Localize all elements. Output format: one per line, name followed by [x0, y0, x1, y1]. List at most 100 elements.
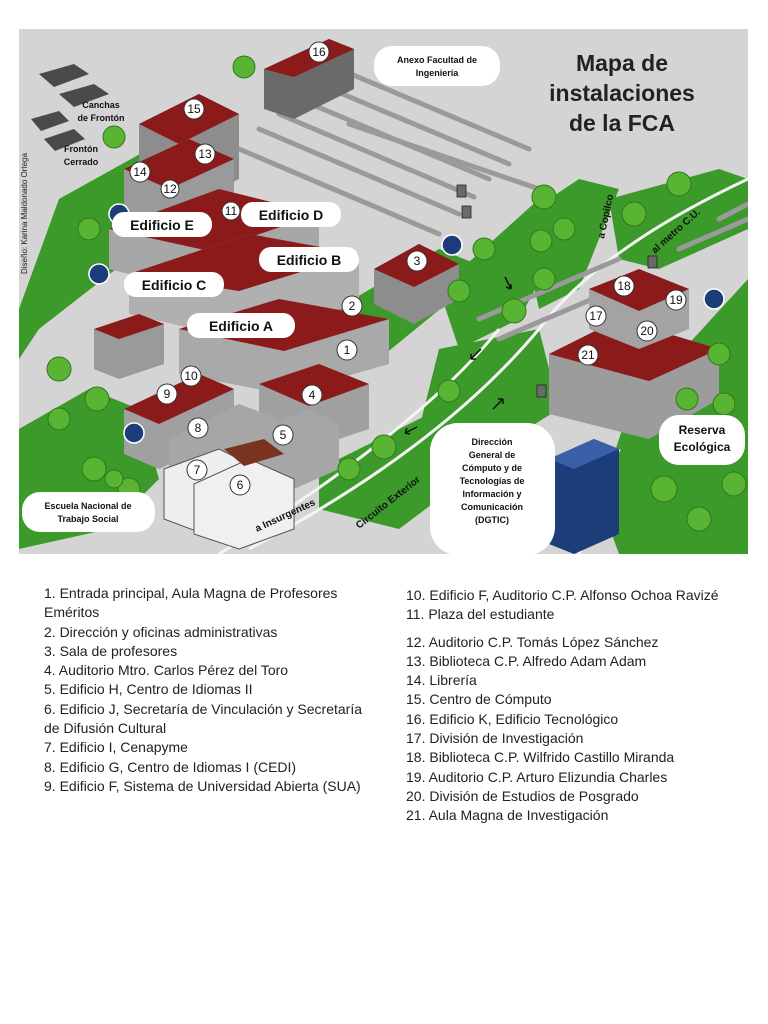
legend-item: 8. Edificio G, Centro de Idiomas I (CEDI… — [44, 758, 297, 775]
legend-group-b: 12. Auditorio C.P. Tomás López Sánchez 13… — [406, 633, 736, 826]
legend-item: 15. Centro de Cómputo — [406, 691, 552, 708]
legend-item: 6. Edificio J, Secretaría de Vinculación… — [44, 700, 363, 737]
svg-text:5: 5 — [280, 428, 287, 442]
label-reserva-1: Reserva — [679, 423, 726, 437]
svg-text:8: 8 — [195, 421, 202, 435]
label-edificio-a: Edificio A — [209, 318, 273, 334]
svg-text:6: 6 — [237, 478, 244, 492]
legend-item: 7. Edificio I, Cenapyme — [44, 739, 188, 756]
marker-19: 19 — [665, 289, 687, 311]
marker-15: 15 — [183, 98, 205, 120]
marker-1: 1 — [336, 339, 358, 361]
label-escuela-2: Trabajo Social — [57, 514, 118, 524]
marker-3: 3 — [406, 250, 428, 272]
direction-arrows — [404, 276, 512, 435]
place-labels: Canchas de Frontón Frontón Cerrado Anexo… — [22, 46, 745, 554]
trash-bin-icon — [456, 184, 467, 198]
svg-text:12: 12 — [163, 182, 177, 196]
building-labels: Edificio E Edificio D Edificio B Edifici… — [112, 202, 359, 338]
legend-item: 2. Dirección y oficinas administrativas — [44, 623, 278, 640]
label-dgtic-3: Cómputo y de — [462, 463, 522, 473]
map-title: Mapa de instalaciones de la FCA — [549, 50, 695, 136]
trash-bin-icon — [461, 205, 472, 219]
label-fronton-1: Frontón — [64, 144, 98, 154]
label-canchas-1: Canchas — [82, 100, 120, 110]
map-title-line-2: instalaciones — [549, 80, 695, 106]
label-edificio-e: Edificio E — [130, 217, 194, 233]
trash-bin-icon — [536, 384, 547, 398]
marker-20: 20 — [636, 320, 658, 342]
marker-5: 5 — [272, 424, 294, 446]
legend-item: 10. Edificio F, Auditorio C.P. Alfonso O… — [406, 587, 719, 603]
marker-6: 6 — [229, 474, 251, 496]
trash-bins — [456, 184, 658, 398]
label-dgtic-1: Dirección — [471, 437, 512, 447]
legend-item: 1. Entrada principal, Aula Magna de Prof… — [44, 585, 338, 621]
legend-item: 4. Auditorio Mtro. Carlos Pérez del Toro — [44, 662, 289, 679]
marker-18: 18 — [613, 275, 635, 297]
label-anexo-2: Ingeniería — [416, 68, 460, 78]
svg-text:21: 21 — [581, 348, 595, 362]
legend-item: 3. Sala de profesores — [44, 642, 178, 659]
label-reserva-2: Ecológica — [674, 440, 731, 454]
parking-lots — [236, 66, 748, 342]
svg-text:19: 19 — [669, 293, 683, 307]
legend-item: 12. Auditorio C.P. Tomás López Sánchez — [406, 633, 659, 650]
legend-item: 21. Aula Magna de Investigación — [406, 807, 609, 824]
svg-text:2: 2 — [349, 299, 356, 313]
svg-text:18: 18 — [617, 279, 631, 293]
label-dgtic-5: Información y — [462, 489, 521, 499]
legend-item: 5. Edificio H, Centro de Idiomas II — [44, 681, 253, 698]
marker-16: 16 — [308, 41, 330, 63]
legend-item: 13. Biblioteca C.P. Alfredo Adam Adam — [406, 652, 647, 669]
svg-text:9: 9 — [164, 387, 171, 401]
label-edificio-c: Edificio C — [142, 277, 207, 293]
svg-text:14: 14 — [133, 165, 147, 179]
marker-10: 10 — [180, 365, 202, 387]
label-fronton-2: Cerrado — [64, 157, 99, 167]
marker-17: 17 — [585, 305, 607, 327]
svg-text:4: 4 — [309, 388, 316, 402]
label-dgtic-2: General de — [469, 450, 516, 460]
svg-text:10: 10 — [184, 369, 198, 383]
legend-item: 19. Auditorio C.P. Arturo Elizundia Char… — [406, 768, 668, 785]
legend-item: 16. Edificio K, Edificio Tecnológico — [406, 710, 619, 727]
campus-map-svg: Mapa de instalaciones de la FCA Diseño: … — [19, 29, 748, 554]
label-escuela-1: Escuela Nacional de — [44, 501, 131, 511]
parking-badge-icon — [441, 234, 463, 256]
fronton-courts — [31, 64, 109, 151]
marker-13: 13 — [194, 143, 216, 165]
marker-8: 8 — [187, 417, 209, 439]
label-edificio-b: Edificio B — [277, 252, 342, 268]
legend-item: 17. División de Investigación — [406, 730, 584, 747]
label-canchas-2: de Frontón — [78, 113, 125, 123]
svg-text:11: 11 — [225, 204, 238, 218]
legend-group-a: 10. Edificio F, Auditorio C.P. Alfonso O… — [406, 586, 736, 625]
campus-map: Mapa de instalaciones de la FCA Diseño: … — [19, 29, 748, 554]
parking-badge-icon — [88, 263, 110, 285]
marker-11: 11 — [221, 201, 241, 221]
legend-item: 20. División de Estudios de Posgrado — [406, 787, 639, 804]
label-edificio-d: Edificio D — [259, 207, 324, 223]
parking-badge-icon — [123, 422, 145, 444]
marker-12: 12 — [160, 179, 180, 199]
legend-column-left: 1. Entrada principal, Aula Magna de Prof… — [44, 584, 374, 796]
svg-text:16: 16 — [312, 45, 326, 59]
map-credit: Diseño: Karina Maldonado Ortega — [20, 152, 29, 274]
svg-text:13: 13 — [198, 147, 212, 161]
legend-column-right: 10. Edificio F, Auditorio C.P. Alfonso O… — [406, 586, 736, 826]
marker-7: 7 — [186, 459, 208, 481]
marker-14: 14 — [129, 161, 151, 183]
svg-text:15: 15 — [187, 102, 201, 116]
label-dgtic-7: (DGTIC) — [475, 515, 509, 525]
label-dgtic-6: Comunicación — [461, 502, 523, 512]
parking-icons — [88, 203, 725, 444]
svg-text:3: 3 — [414, 254, 421, 268]
parking-badge-icon — [703, 288, 725, 310]
legend-item: 9. Edificio F, Sistema de Universidad Ab… — [44, 777, 361, 794]
svg-text:1: 1 — [344, 343, 351, 357]
map-legend: 1. Entrada principal, Aula Magna de Prof… — [0, 580, 768, 860]
number-markers: 1 2 3 4 5 6 7 8 9 10 11 12 13 14 15 16 1… — [129, 41, 687, 496]
svg-text:17: 17 — [589, 309, 603, 323]
legend-item: 18. Biblioteca C.P. Wilfrido Castillo Mi… — [406, 749, 675, 766]
